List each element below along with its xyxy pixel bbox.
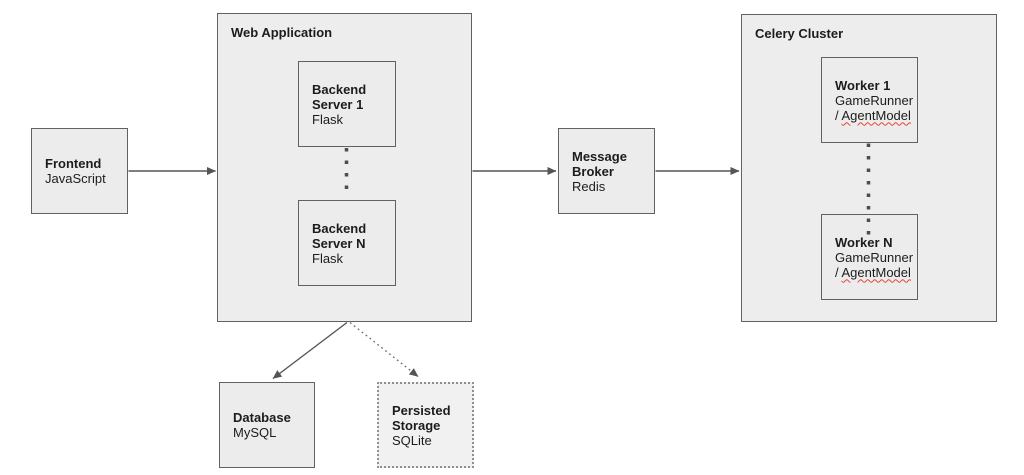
database-node: Database MySQL	[219, 382, 315, 468]
message-broker-title: Message Broker	[572, 148, 627, 179]
web-application-title: Web Application	[231, 25, 333, 40]
worker-n-subtitle-line2-word: AgentModel	[841, 264, 911, 280]
frontend-node: Frontend JavaScript	[31, 128, 128, 214]
worker-1-node: Worker 1 GameRunner/ AgentModel	[821, 57, 918, 143]
backend-server-1-title: Backend Server 1	[312, 81, 367, 112]
backend-server-n-subtitle: Flask	[312, 250, 344, 266]
worker-1-subtitle-line2-word: AgentModel	[841, 107, 911, 123]
message-broker-subtitle: Redis	[572, 178, 606, 194]
celery-cluster-title: Celery Cluster	[755, 26, 844, 41]
celery-cluster-container: Celery Cluster Worker 1 GameRunner/ Agen…	[741, 14, 997, 322]
database-title: Database	[233, 410, 291, 425]
worker-n-node: Worker N GameRunner/ AgentModel	[821, 214, 918, 300]
worker-1-subtitle-line1: GameRunner	[835, 92, 914, 108]
worker-n-subtitle: GameRunner/ AgentModel	[835, 249, 914, 280]
backend-server-n-title: Backend Server N	[312, 220, 367, 251]
persisted-storage-title: Persisted Storage	[392, 402, 451, 433]
worker-n-title: Worker N	[835, 234, 893, 250]
worker-1-title: Worker 1	[835, 77, 891, 93]
connector-webapp-to-persisted-storage-dotted-arrow	[349, 321, 419, 378]
worker-1-subtitle-line2-prefix: /	[835, 107, 842, 123]
message-broker-node: Message Broker Redis	[558, 128, 655, 214]
backend-server-n-node: Backend Server N Flask	[298, 200, 396, 286]
backend-server-1-node: Backend Server 1 Flask	[298, 61, 396, 147]
frontend-title: Frontend	[45, 156, 102, 171]
worker-n-subtitle-line1: GameRunner	[835, 249, 914, 265]
web-application-container: Web Application Backend Server 1 Flask B…	[217, 13, 472, 322]
backend-server-1-subtitle: Flask	[312, 111, 344, 127]
connector-webapp-to-database-arrow	[272, 321, 348, 380]
worker-1-subtitle: GameRunner/ AgentModel	[835, 92, 914, 123]
persisted-storage-node: Persisted Storage SQLite	[377, 382, 474, 468]
database-subtitle: MySQL	[233, 425, 277, 440]
persisted-storage-subtitle: SQLite	[392, 432, 432, 448]
worker-n-subtitle-line2-prefix: /	[835, 264, 842, 280]
frontend-subtitle: JavaScript	[45, 171, 106, 186]
